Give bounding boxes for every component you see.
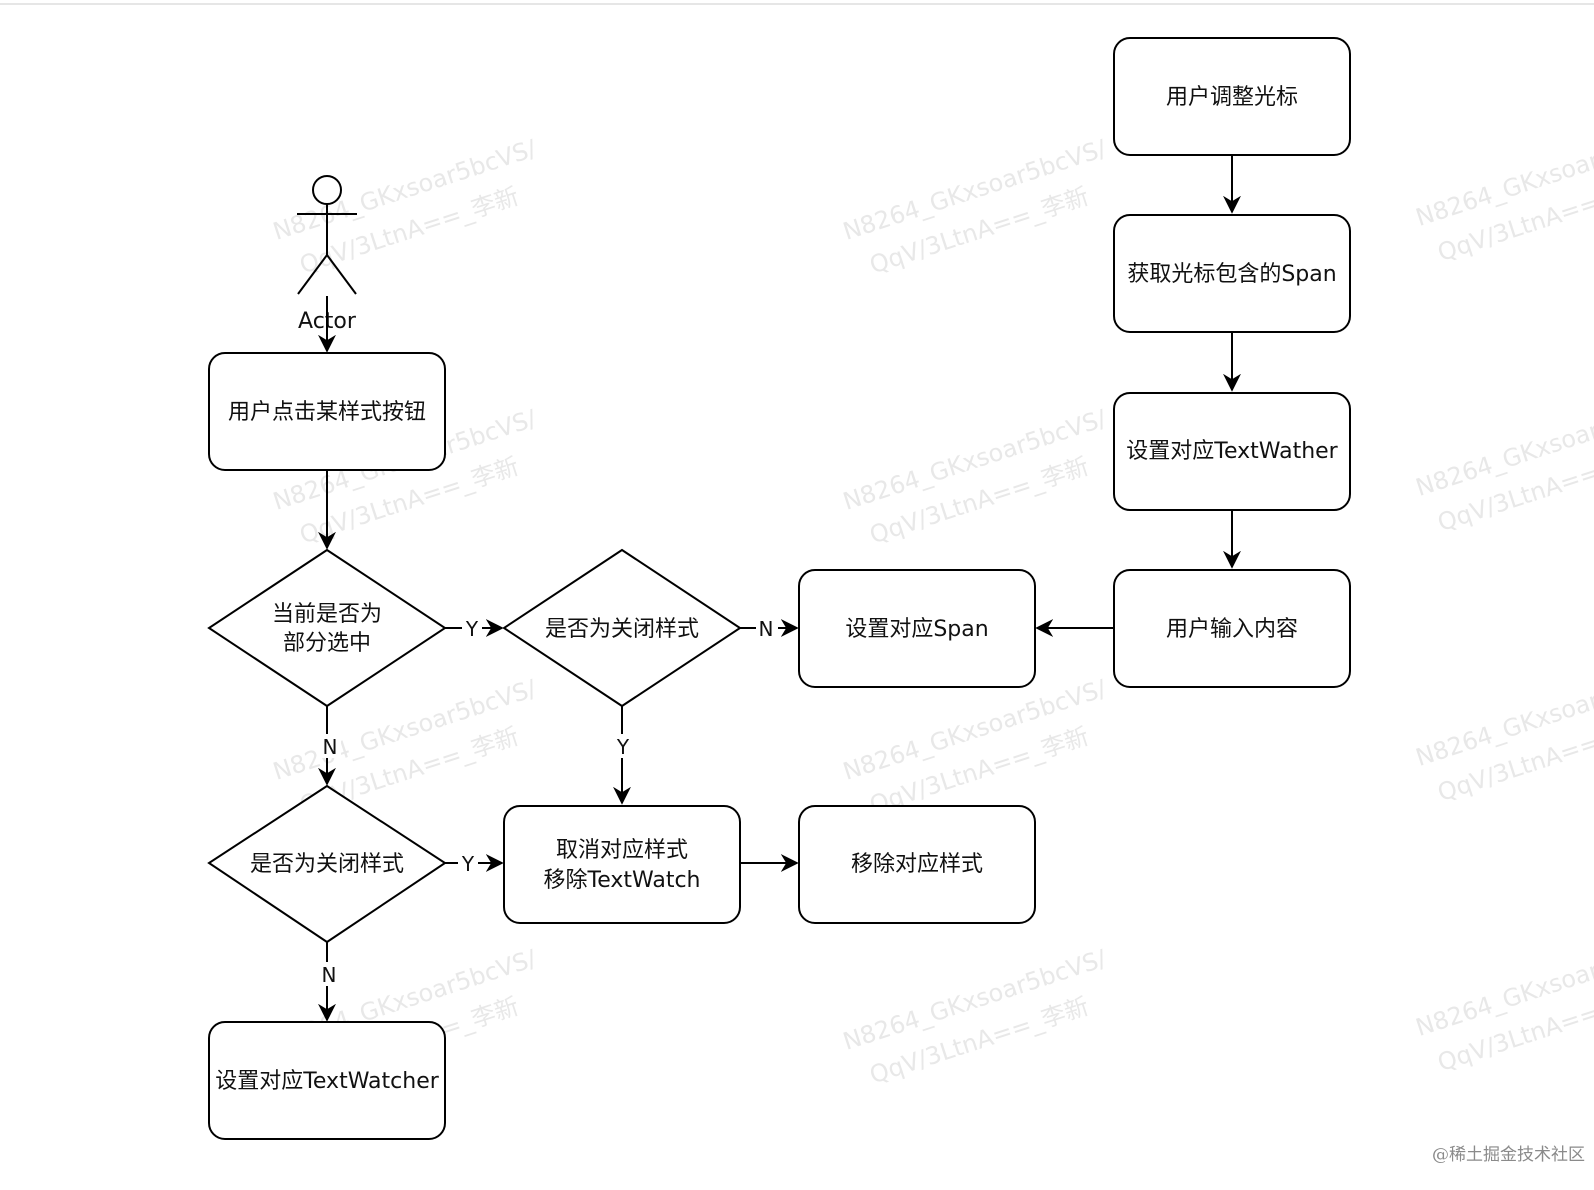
edge-label-close-top-yes: Y	[616, 735, 630, 759]
node-click-style-button: 用户点击某样式按钮	[208, 352, 446, 471]
node-set-span: 设置对应Span	[798, 569, 1036, 688]
node-get-cursor-span-label: 获取光标包含的Span	[1127, 262, 1336, 287]
actor-left-leg	[297, 254, 328, 295]
node-get-cursor-span: 获取光标包含的Span	[1113, 214, 1351, 333]
edge-labels: Y N Y N Y N	[318, 616, 778, 987]
actor-right-leg	[326, 254, 357, 295]
node-remove-style-label: 移除对应样式	[851, 852, 983, 877]
edge-label-close-bottom-yes: Y	[461, 852, 475, 876]
node-user-adjust-cursor: 用户调整光标	[1113, 37, 1351, 156]
edges	[318, 156, 1241, 1022]
edge-label-partial-no: N	[323, 735, 338, 759]
node-set-textwatcher-label: 设置对应TextWatcher	[215, 1069, 440, 1094]
edge-label-partial-yes: Y	[465, 617, 479, 641]
node-set-textwather: 设置对应TextWather	[1113, 392, 1351, 511]
node-cancel-style-line1: 取消对应样式	[556, 838, 688, 863]
node-is-partial-selection-line1: 当前是否为	[272, 602, 382, 627]
node-set-span-label: 设置对应Span	[845, 617, 988, 642]
node-is-close-style-top-label: 是否为关闭样式	[545, 617, 699, 642]
node-remove-style: 移除对应样式	[798, 805, 1036, 924]
actor	[297, 175, 357, 295]
node-user-adjust-cursor-label: 用户调整光标	[1166, 85, 1298, 110]
node-is-partial-selection-line2: 部分选中	[283, 631, 371, 656]
node-set-textwather-label: 设置对应TextWather	[1126, 439, 1338, 464]
footer-credit: @稀土掘金技术社区	[1432, 1145, 1585, 1165]
node-cancel-style: 取消对应样式 移除TextWatch	[503, 805, 741, 924]
node-user-input-label: 用户输入内容	[1166, 617, 1298, 642]
node-is-partial-selection: 当前是否为 部分选中	[207, 548, 447, 708]
node-cancel-style-line2: 移除TextWatch	[544, 868, 701, 893]
node-click-style-button-label: 用户点击某样式按钮	[228, 400, 426, 425]
node-is-close-style-bottom-label: 是否为关闭样式	[250, 852, 404, 877]
node-is-close-style-top: 是否为关闭样式	[502, 548, 742, 708]
edge-label-close-top-no: N	[759, 617, 774, 641]
node-user-input: 用户输入内容	[1113, 569, 1351, 688]
node-is-close-style-bottom: 是否为关闭样式	[207, 784, 447, 944]
node-set-textwatcher: 设置对应TextWatcher	[208, 1021, 446, 1140]
edge-label-close-bottom-no: N	[322, 963, 337, 987]
